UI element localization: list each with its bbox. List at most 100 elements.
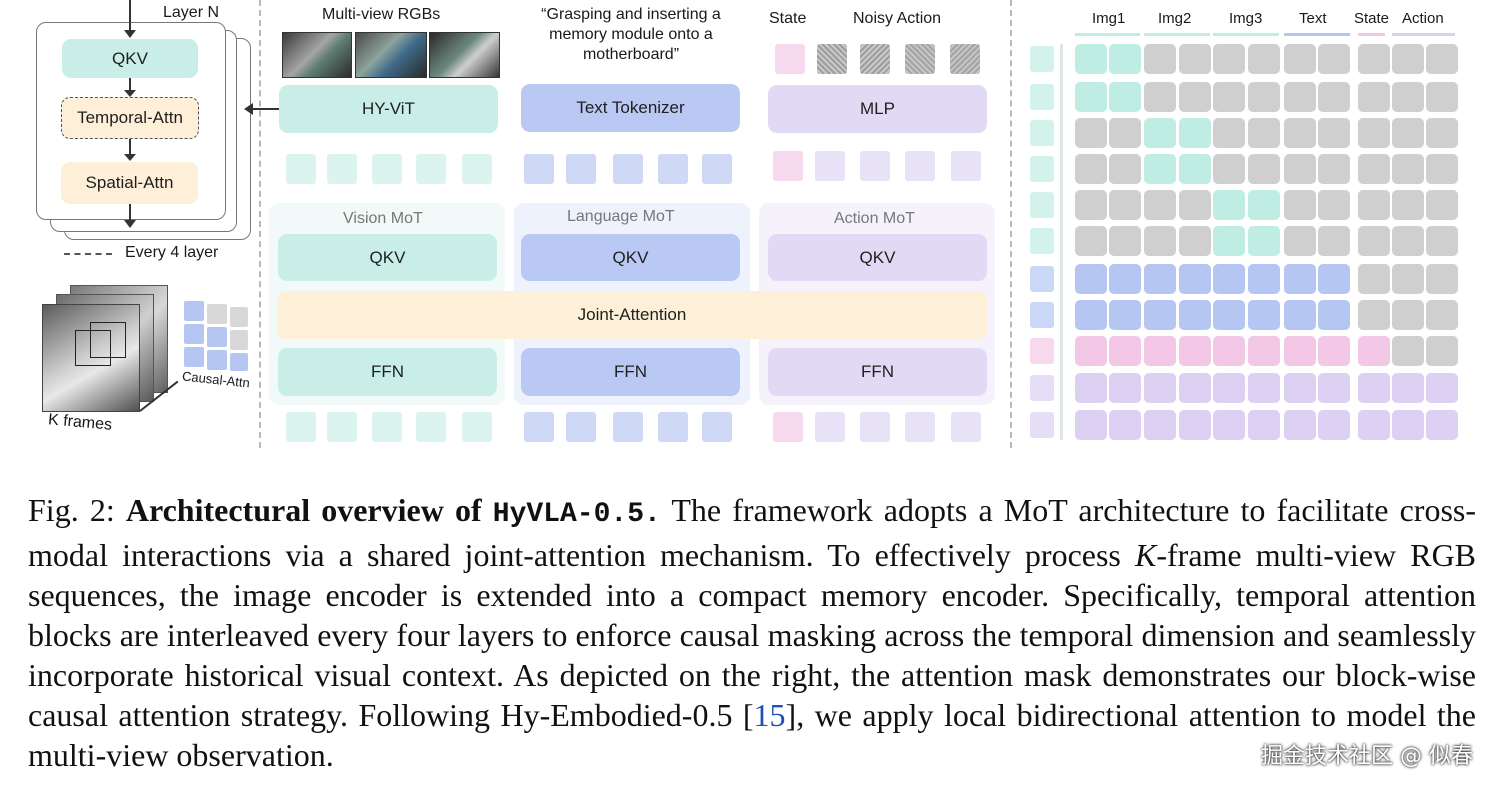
mask-row-token [1030, 228, 1054, 254]
multiview-label: Multi-view RGBs [322, 6, 441, 23]
mask-cell [1358, 154, 1390, 184]
caption-part3: ], we apply local bidirectional attentio… [28, 697, 1477, 773]
mask-cell [1392, 336, 1424, 366]
divider-right [1010, 0, 1012, 448]
mask-cell [1248, 300, 1280, 330]
vision-out-token [286, 412, 316, 442]
action-mot-label: Action MoT [834, 210, 915, 227]
state-token [775, 44, 805, 74]
mask-cell [1144, 118, 1176, 148]
mask-cell [1144, 190, 1176, 220]
mask-cell [1075, 44, 1107, 74]
noisy-action-label: Noisy Action [853, 10, 942, 27]
mask-cell [1426, 300, 1458, 330]
caption-model-name: HyVLA-0.5. [492, 499, 661, 530]
mask-cell [1179, 226, 1211, 256]
mask-cell [1144, 373, 1176, 403]
mask-header-underline [1284, 33, 1350, 36]
mask-cell [1358, 264, 1390, 294]
mask-cell [1392, 190, 1424, 220]
mask-row-token [1030, 192, 1054, 218]
vision-token [286, 154, 316, 184]
instruction-text: “Grasping and inserting a memory module … [541, 6, 721, 63]
k-frames-label: K frames [47, 411, 113, 434]
mask-cell [1426, 154, 1458, 184]
mask-cell [1109, 226, 1141, 256]
mask-cell [1109, 410, 1141, 440]
mask-cell [1426, 226, 1458, 256]
mask-cell [1284, 118, 1316, 148]
language-qkv: QKV [521, 234, 740, 281]
mask-header-state: State [1354, 10, 1390, 27]
mask-cell [1179, 300, 1211, 330]
mask-cell [1248, 154, 1280, 184]
mask-row-token [1030, 338, 1054, 364]
action-ffn: FFN [768, 348, 987, 396]
joint-attention-box: Joint-Attention [277, 291, 987, 339]
mask-header-img2: Img2 [1158, 10, 1192, 27]
causal-token [184, 301, 204, 321]
mask-cell [1248, 264, 1280, 294]
mask-cell [1284, 264, 1316, 294]
mask-cell [1358, 44, 1390, 74]
spatial-attn-box: Spatial-Attn [61, 162, 198, 204]
mask-cell [1213, 336, 1245, 366]
mask-cell [1358, 336, 1390, 366]
layer-n-label: Layer N [163, 4, 220, 21]
mask-cell [1392, 82, 1424, 112]
mask-cell [1144, 300, 1176, 330]
mask-cell [1318, 300, 1350, 330]
mask-cell [1075, 82, 1107, 112]
mask-cell [1426, 118, 1458, 148]
mask-cell [1179, 410, 1211, 440]
mask-header-img1: Img1 [1092, 10, 1126, 27]
mask-cell [1248, 82, 1280, 112]
mask-cell [1144, 44, 1176, 74]
mask-cell [1213, 226, 1245, 256]
mask-cell [1358, 373, 1390, 403]
language-ffn: FFN [521, 348, 740, 396]
mask-cell [1358, 82, 1390, 112]
mask-left-rule [1060, 44, 1063, 440]
mask-cell [1213, 44, 1245, 74]
cube-icon [75, 330, 111, 366]
dash-legend-line [64, 253, 112, 255]
state-label: State [769, 10, 807, 27]
mask-cell [1144, 82, 1176, 112]
arrow-in [129, 0, 131, 36]
mask-cell [1213, 154, 1245, 184]
mask-cell [1075, 336, 1107, 366]
caption-title: Architectural overview of [125, 492, 482, 528]
mask-header-underline [1358, 33, 1385, 36]
vision-ffn: FFN [278, 348, 497, 396]
caption-part2: -frame multi-view RGB sequences, the ima… [28, 537, 1477, 733]
mask-cell [1358, 226, 1390, 256]
mask-row-token [1030, 412, 1054, 438]
mask-cell [1284, 300, 1316, 330]
mask-cell [1358, 118, 1390, 148]
mask-cell [1318, 336, 1350, 366]
mask-cell [1248, 373, 1280, 403]
mask-cell [1318, 118, 1350, 148]
mask-cell [1284, 44, 1316, 74]
mask-cell [1318, 82, 1350, 112]
mask-row-token [1030, 302, 1054, 328]
action-token [773, 151, 803, 181]
mask-cell [1392, 44, 1424, 74]
mask-cell [1392, 373, 1424, 403]
mask-row-token [1030, 375, 1054, 401]
mask-cell [1284, 82, 1316, 112]
mask-cell [1213, 373, 1245, 403]
mask-cell [1248, 410, 1280, 440]
caption-part1: The framework adopts a MoT architecture … [28, 492, 1477, 573]
mask-cell [1318, 226, 1350, 256]
mask-cell [1109, 336, 1141, 366]
mask-cell [1284, 373, 1316, 403]
mask-cell [1179, 82, 1211, 112]
caption-ref-link[interactable]: 15 [753, 697, 786, 733]
mask-cell [1358, 300, 1390, 330]
mask-cell [1318, 44, 1350, 74]
text-tokenizer-box: Text Tokenizer [521, 84, 740, 132]
every-layer-label: Every 4 layer [125, 244, 219, 261]
mask-cell [1179, 264, 1211, 294]
